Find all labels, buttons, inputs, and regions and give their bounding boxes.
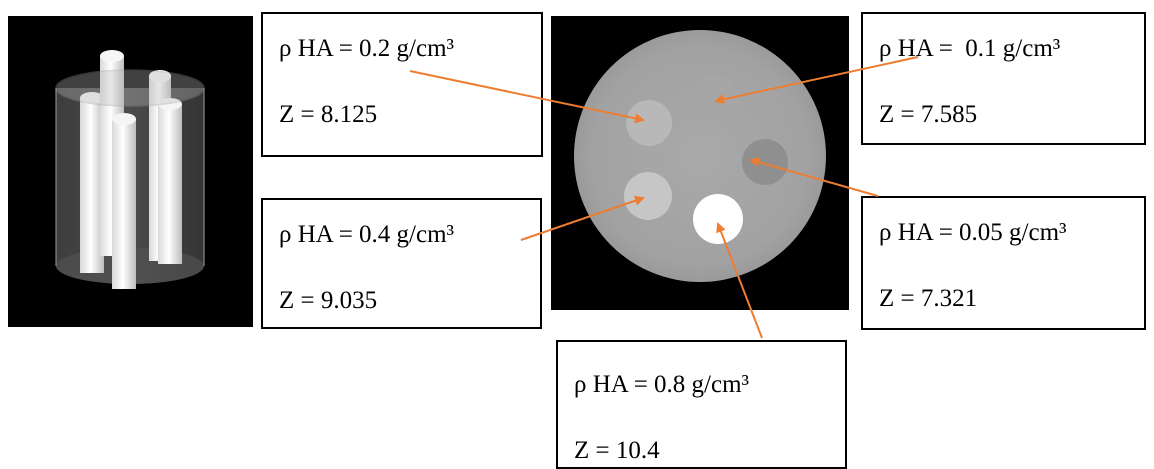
z-label: Z = 10.4 bbox=[574, 437, 660, 464]
arrow-0.8 bbox=[716, 222, 763, 339]
density-label: ρ HA = 0.05 g/cm³ bbox=[879, 219, 1067, 246]
z-label: Z = 9.035 bbox=[279, 287, 378, 314]
density-label: ρ HA = 0.8 g/cm³ bbox=[574, 371, 750, 398]
label-box-0.8: ρ HA = 0.8 g/cm³ Z = 10.4 bbox=[556, 340, 847, 469]
rod-top bbox=[158, 98, 182, 110]
phantom-3d-drawing bbox=[55, 50, 205, 289]
arrow-0.1 bbox=[714, 56, 919, 105]
insert-0.05 bbox=[742, 139, 788, 185]
insert-0.8 bbox=[693, 194, 743, 244]
label-box-0.1: ρ HA = 0.1 g/cm³ Z = 7.585 bbox=[861, 12, 1146, 145]
rod bbox=[158, 104, 182, 264]
rod-top bbox=[100, 50, 124, 62]
z-label: Z = 7.585 bbox=[879, 101, 978, 128]
label-box-0.4: ρ HA = 0.4 g/cm³ Z = 9.035 bbox=[261, 198, 542, 329]
z-label: Z = 7.321 bbox=[879, 285, 978, 312]
density-label: ρ HA = 0.2 g/cm³ bbox=[279, 35, 455, 62]
arrow-0.4 bbox=[520, 195, 645, 241]
phantom-disc bbox=[574, 30, 826, 282]
density-label: ρ HA = 0.1 g/cm³ bbox=[879, 35, 1061, 62]
density-label: ρ HA = 0.4 g/cm³ bbox=[279, 221, 455, 248]
ct-slice-drawing bbox=[574, 30, 826, 282]
insert-0.2 bbox=[626, 100, 672, 146]
arrow-0.05 bbox=[749, 157, 879, 197]
label-box-0.2: ρ HA = 0.2 g/cm³ Z = 8.125 bbox=[261, 12, 543, 157]
z-label: Z = 8.125 bbox=[279, 101, 378, 128]
rod bbox=[112, 119, 136, 289]
phantom-3d-image bbox=[8, 16, 253, 327]
rod-top bbox=[149, 70, 171, 82]
insert-0.4 bbox=[624, 172, 672, 220]
rod-top bbox=[112, 113, 136, 125]
rod-top bbox=[80, 92, 104, 104]
ct-slice-image bbox=[551, 16, 849, 310]
arrow-0.2 bbox=[409, 70, 645, 124]
label-box-0.05: ρ HA = 0.05 g/cm³ Z = 7.321 bbox=[861, 196, 1146, 330]
